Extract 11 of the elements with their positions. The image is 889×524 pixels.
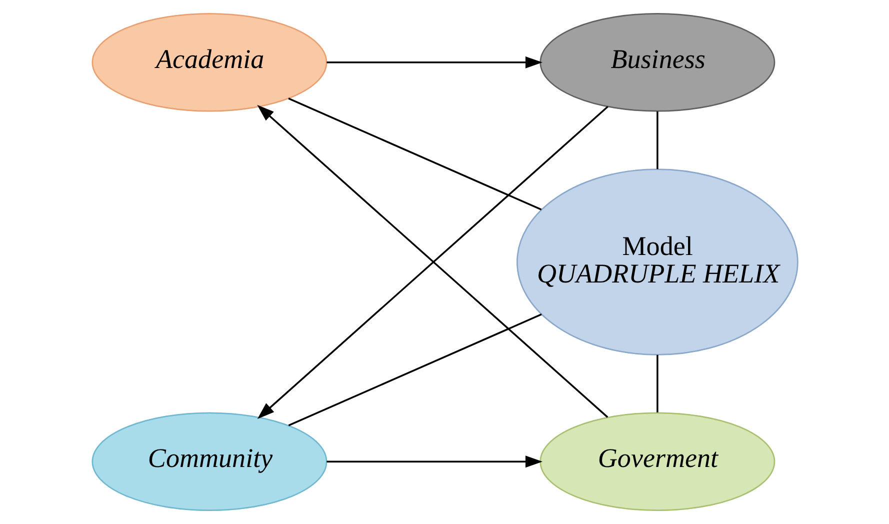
connector <box>656 354 658 412</box>
arrow <box>326 456 542 468</box>
connector <box>288 314 542 426</box>
node-ellipse: Model QUADRUPLE HELIX <box>516 168 798 356</box>
connector <box>288 98 542 210</box>
node-ellipse: Academia <box>91 12 327 112</box>
arrow <box>326 56 542 68</box>
node-ellipse: Goverment <box>539 412 775 512</box>
node-ellipse: Community <box>91 412 327 512</box>
connector <box>656 111 658 170</box>
node-ellipse: Business <box>539 12 775 112</box>
